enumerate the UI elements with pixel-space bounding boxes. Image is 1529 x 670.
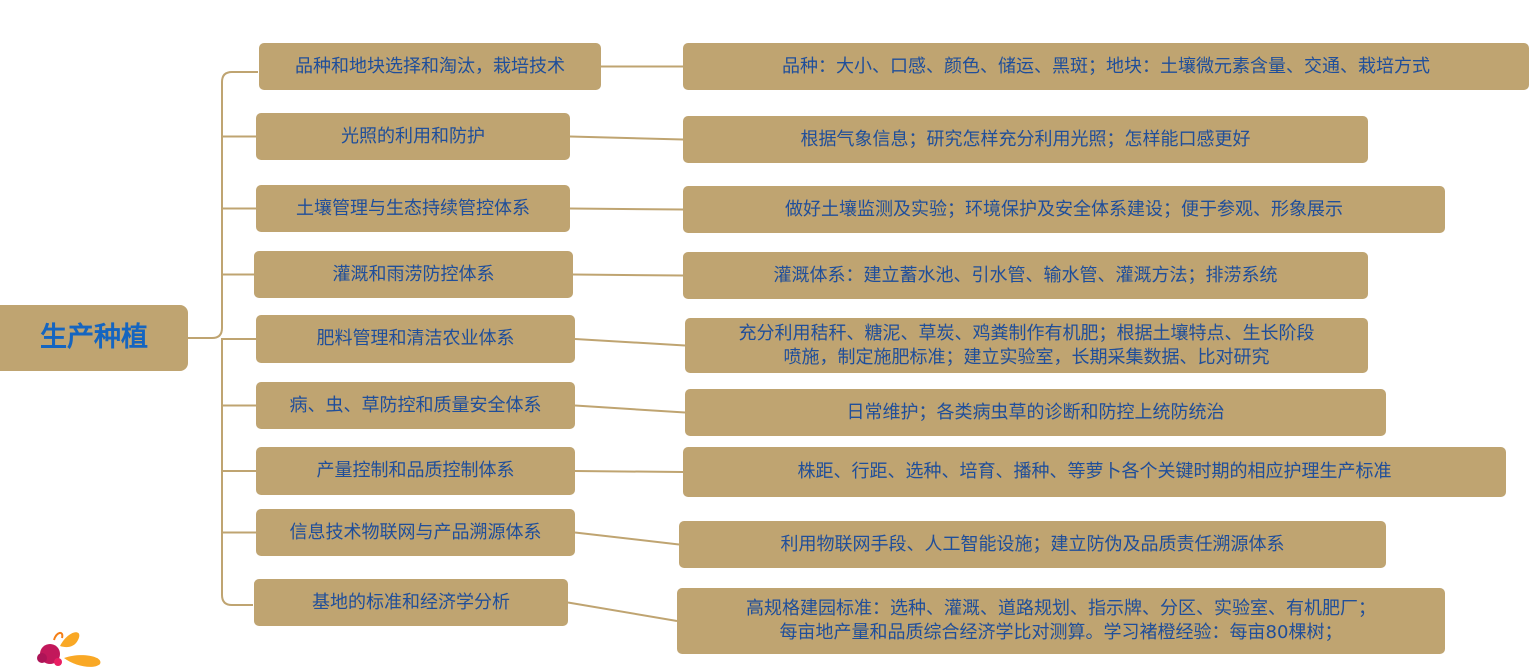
detail-node-8: 利用物联网手段、人工智能设施；建立防伪及品质责任溯源体系 bbox=[679, 521, 1386, 568]
detail-node-3: 做好土壤监测及实验；环境保护及安全体系建设；便于参观、形象展示 bbox=[683, 186, 1445, 233]
detail-node-1: 品种：大小、口感、颜色、储运、黑斑；地块：土壤微元素含量、交通、栽培方式 bbox=[683, 43, 1529, 90]
detail-node-line: 利用物联网手段、人工智能设施；建立防伪及品质责任溯源体系 bbox=[780, 533, 1285, 555]
detail-node-line: 株距、行距、选种、培育、播种、等萝卜各个关键时期的相应护理生产标准 bbox=[797, 461, 1392, 482]
detail-node-line: 日常维护；各类病虫草的诊断和防控上统防统治 bbox=[846, 401, 1225, 423]
branch-node-label: 病、虫、草防控和质量安全体系 bbox=[289, 394, 542, 416]
detail-node-2: 根据气象信息；研究怎样充分利用光照；怎样能口感更好 bbox=[683, 116, 1368, 163]
branch-node-9: 基地的标准和经济学分析 bbox=[254, 579, 568, 626]
detail-node-line: 充分利用秸秆、糖泥、草炭、鸡粪制作有机肥；根据土壤特点、生长阶段 bbox=[738, 322, 1315, 344]
detail-node-5: 充分利用秸秆、糖泥、草炭、鸡粪制作有机肥；根据土壤特点、生长阶段喷施，制定施肥标… bbox=[685, 318, 1368, 373]
detail-connector bbox=[572, 273, 684, 277]
detail-connector bbox=[569, 207, 684, 211]
detail-node-line: 品种：大小、口感、颜色、储运、黑斑；地块：土壤微元素含量、交通、栽培方式 bbox=[782, 55, 1430, 77]
branch-node-3: 土壤管理与生态持续管控体系 bbox=[256, 185, 570, 232]
detail-connector bbox=[574, 338, 686, 347]
branch-node-label: 基地的标准和经济学分析 bbox=[312, 591, 510, 613]
detail-node-4: 灌溉体系：建立蓄水池、引水管、输水管、灌溉方法；排涝系统 bbox=[683, 252, 1368, 299]
detail-connector bbox=[567, 601, 678, 622]
detail-node-7: 株距、行距、选种、培育、播种、等萝卜各个关键时期的相应护理生产标准 bbox=[683, 447, 1506, 497]
branch-node-label: 肥料管理和清洁农业体系 bbox=[316, 328, 515, 349]
branch-node-label: 产量控制和品质控制体系 bbox=[316, 460, 515, 481]
branch-node-7: 产量控制和品质控制体系 bbox=[256, 447, 575, 495]
detail-connector bbox=[574, 404, 686, 414]
root-node-label: 生产种植 bbox=[40, 322, 148, 353]
branch-node-8: 信息技术物联网与产品溯源体系 bbox=[256, 509, 575, 556]
detail-node-line: 喷施，制定施肥标准；建立实验室，长期采集数据、比对研究 bbox=[783, 346, 1270, 368]
detail-connector bbox=[574, 470, 684, 473]
detail-node-9: 高规格建园标准：选种、灌溉、道路规划、指示牌、分区、实验室、有机肥厂； 每亩地产量… bbox=[677, 588, 1445, 654]
brand-logo-icon bbox=[37, 632, 101, 667]
detail-node-6: 日常维护；各类病虫草的诊断和防控上统防统治 bbox=[685, 389, 1386, 436]
detail-node-line: 做好土壤监测及实验；环境保护及安全体系建设；便于参观、形象展示 bbox=[785, 198, 1343, 220]
root-bracket bbox=[188, 71, 258, 606]
branch-node-label: 品种和地块选择和淘汰，栽培技术 bbox=[295, 55, 565, 77]
branch-node-4: 灌溉和雨涝防控体系 bbox=[254, 251, 573, 298]
branch-node-label: 土壤管理与生态持续管控体系 bbox=[296, 197, 530, 219]
branch-node-1: 品种和地块选择和淘汰，栽培技术 bbox=[259, 43, 601, 90]
branch-node-2: 光照的利用和防护 bbox=[256, 113, 570, 160]
branch-node-label: 光照的利用和防护 bbox=[341, 125, 485, 147]
detail-connector bbox=[569, 135, 684, 141]
root-node: 生产种植 bbox=[0, 305, 188, 371]
detail-node-line: 灌溉体系：建立蓄水池、引水管、输水管、灌溉方法；排涝系统 bbox=[773, 264, 1278, 286]
branch-node-5: 肥料管理和清洁农业体系 bbox=[256, 315, 575, 363]
branch-node-6: 病、虫、草防控和质量安全体系 bbox=[256, 382, 575, 429]
detail-node-line: 根据气象信息；研究怎样充分利用光照；怎样能口感更好 bbox=[800, 128, 1251, 150]
branch-node-label: 信息技术物联网与产品溯源体系 bbox=[289, 521, 542, 543]
detail-node-line: 高规格建园标准：选种、灌溉、道路规划、指示牌、分区、实验室、有机肥厂； bbox=[746, 598, 1376, 619]
detail-node-line: 每亩地产量和品质综合经济学比对测算。学习褚橙经验：每亩80棵树； bbox=[779, 622, 1343, 643]
branch-node-label: 灌溉和雨涝防控体系 bbox=[332, 263, 495, 285]
detail-connector bbox=[574, 531, 680, 546]
